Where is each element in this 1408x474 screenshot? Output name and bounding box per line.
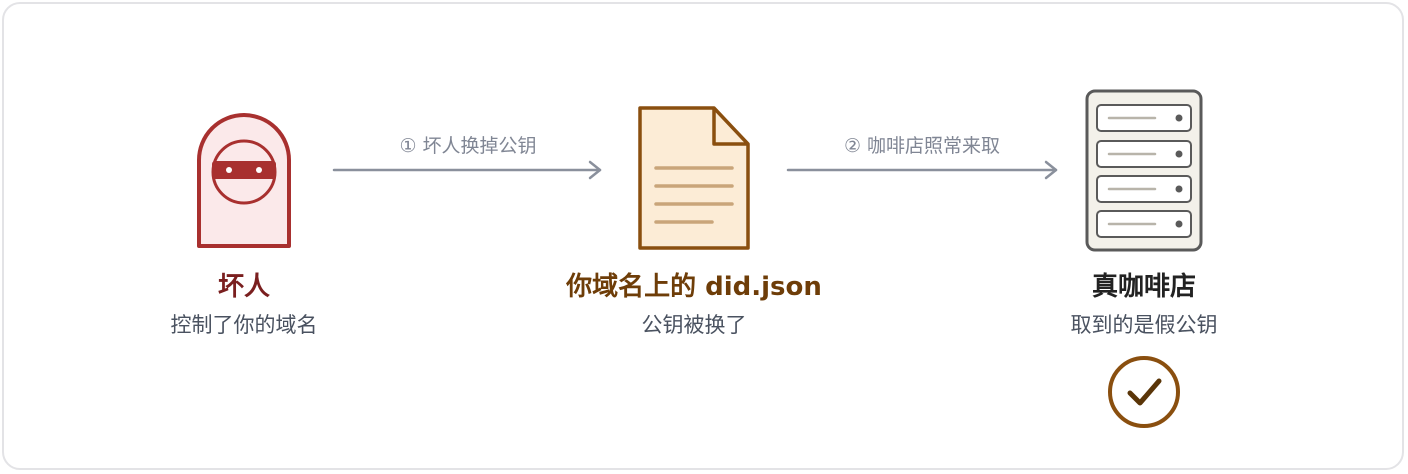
bandit-icon xyxy=(197,113,291,248)
edge-arrow-2 xyxy=(786,160,1058,180)
edge-label-1: ① 坏人换掉公钥 xyxy=(399,135,537,157)
node-title-attacker: 坏人 xyxy=(217,272,271,302)
node-subtitle-did-json: 公钥被换了 xyxy=(641,313,747,337)
server-icon xyxy=(1085,89,1203,252)
node-title-coffee-shop: 真咖啡店 xyxy=(1091,272,1197,302)
edge-arrow-1 xyxy=(332,160,602,180)
edge-label-2: ② 咖啡店照常来取 xyxy=(843,135,1001,157)
document-icon xyxy=(638,106,750,250)
node-title-did-json: 你域名上的 did.json xyxy=(566,272,822,302)
check-circle-icon xyxy=(1108,356,1180,428)
node-subtitle-coffee-shop: 取到的是假公钥 xyxy=(1070,313,1218,337)
node-subtitle-attacker: 控制了你的域名 xyxy=(170,313,318,337)
